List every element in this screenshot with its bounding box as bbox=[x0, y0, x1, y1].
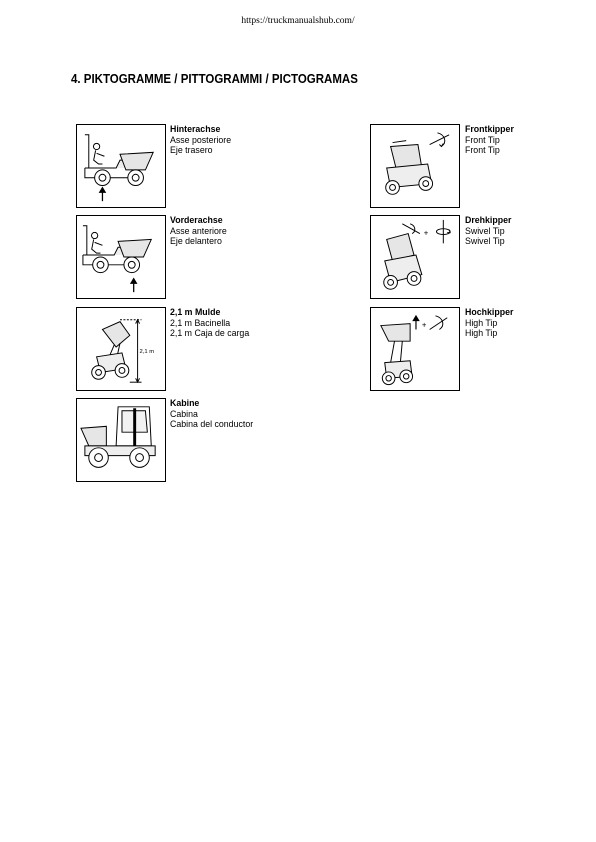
caption-line: Swivel Tip bbox=[465, 236, 505, 247]
caption-title: Vorderachse bbox=[170, 215, 223, 225]
cab-icon bbox=[76, 398, 166, 482]
svg-text:+: + bbox=[422, 321, 427, 330]
caption-line: 2,1 m Caja de carga bbox=[170, 328, 250, 339]
dimension-label: 2,1 m bbox=[140, 349, 155, 355]
caption-front-axle: Vorderachse Asse anteriore Eje delantero bbox=[170, 215, 227, 247]
caption-line: Cabina bbox=[170, 408, 198, 419]
rear-axle-icon bbox=[76, 124, 166, 208]
caption-line: Front Tip bbox=[465, 145, 500, 156]
caption-line: Asse posteriore bbox=[170, 134, 232, 145]
caption-title: Hochkipper bbox=[465, 307, 514, 317]
caption-line: Eje delantero bbox=[170, 236, 222, 247]
caption-front-tip: Frontkipper Front Tip Front Tip bbox=[465, 124, 514, 156]
skip-height-icon: 2,1 m bbox=[76, 307, 166, 391]
caption-line: Asse anteriore bbox=[170, 225, 227, 236]
caption-high-tip: Hochkipper High Tip High Tip bbox=[465, 307, 513, 339]
caption-swivel-tip: Drehkipper Swivel Tip Swivel Tip bbox=[465, 215, 511, 247]
svg-text:+: + bbox=[424, 229, 429, 238]
caption-title: 2,1 m Mulde bbox=[170, 307, 221, 317]
front-tip-icon bbox=[370, 124, 460, 208]
caption-title: Hinterachse bbox=[170, 124, 221, 134]
caption-cab: Kabine Cabina Cabina del conductor bbox=[170, 398, 253, 430]
caption-rear-axle: Hinterachse Asse posteriore Eje trasero bbox=[170, 124, 231, 156]
source-url: https://truckmanualshub.com/ bbox=[241, 16, 355, 26]
caption-title: Kabine bbox=[170, 398, 200, 408]
caption-line: Swivel Tip bbox=[465, 225, 505, 236]
caption-line: 2,1 m Bacinella bbox=[170, 317, 231, 328]
caption-line: High Tip bbox=[465, 317, 498, 328]
high-tip-icon: + bbox=[370, 307, 460, 391]
caption-line: Eje trasero bbox=[170, 145, 213, 156]
caption-title: Drehkipper bbox=[465, 215, 512, 225]
front-axle-icon bbox=[76, 215, 166, 299]
caption-line: High Tip bbox=[465, 328, 498, 339]
section-title: 4. PIKTOGRAMME / PITTOGRAMMI / PICTOGRAM… bbox=[71, 72, 358, 86]
swivel-tip-icon: + bbox=[370, 215, 460, 299]
caption-line: Front Tip bbox=[465, 134, 500, 145]
caption-line: Cabina del conductor bbox=[170, 419, 254, 430]
caption-skip-height: 2,1 m Mulde 2,1 m Bacinella 2,1 m Caja d… bbox=[170, 307, 249, 339]
caption-title: Frontkipper bbox=[465, 124, 514, 134]
